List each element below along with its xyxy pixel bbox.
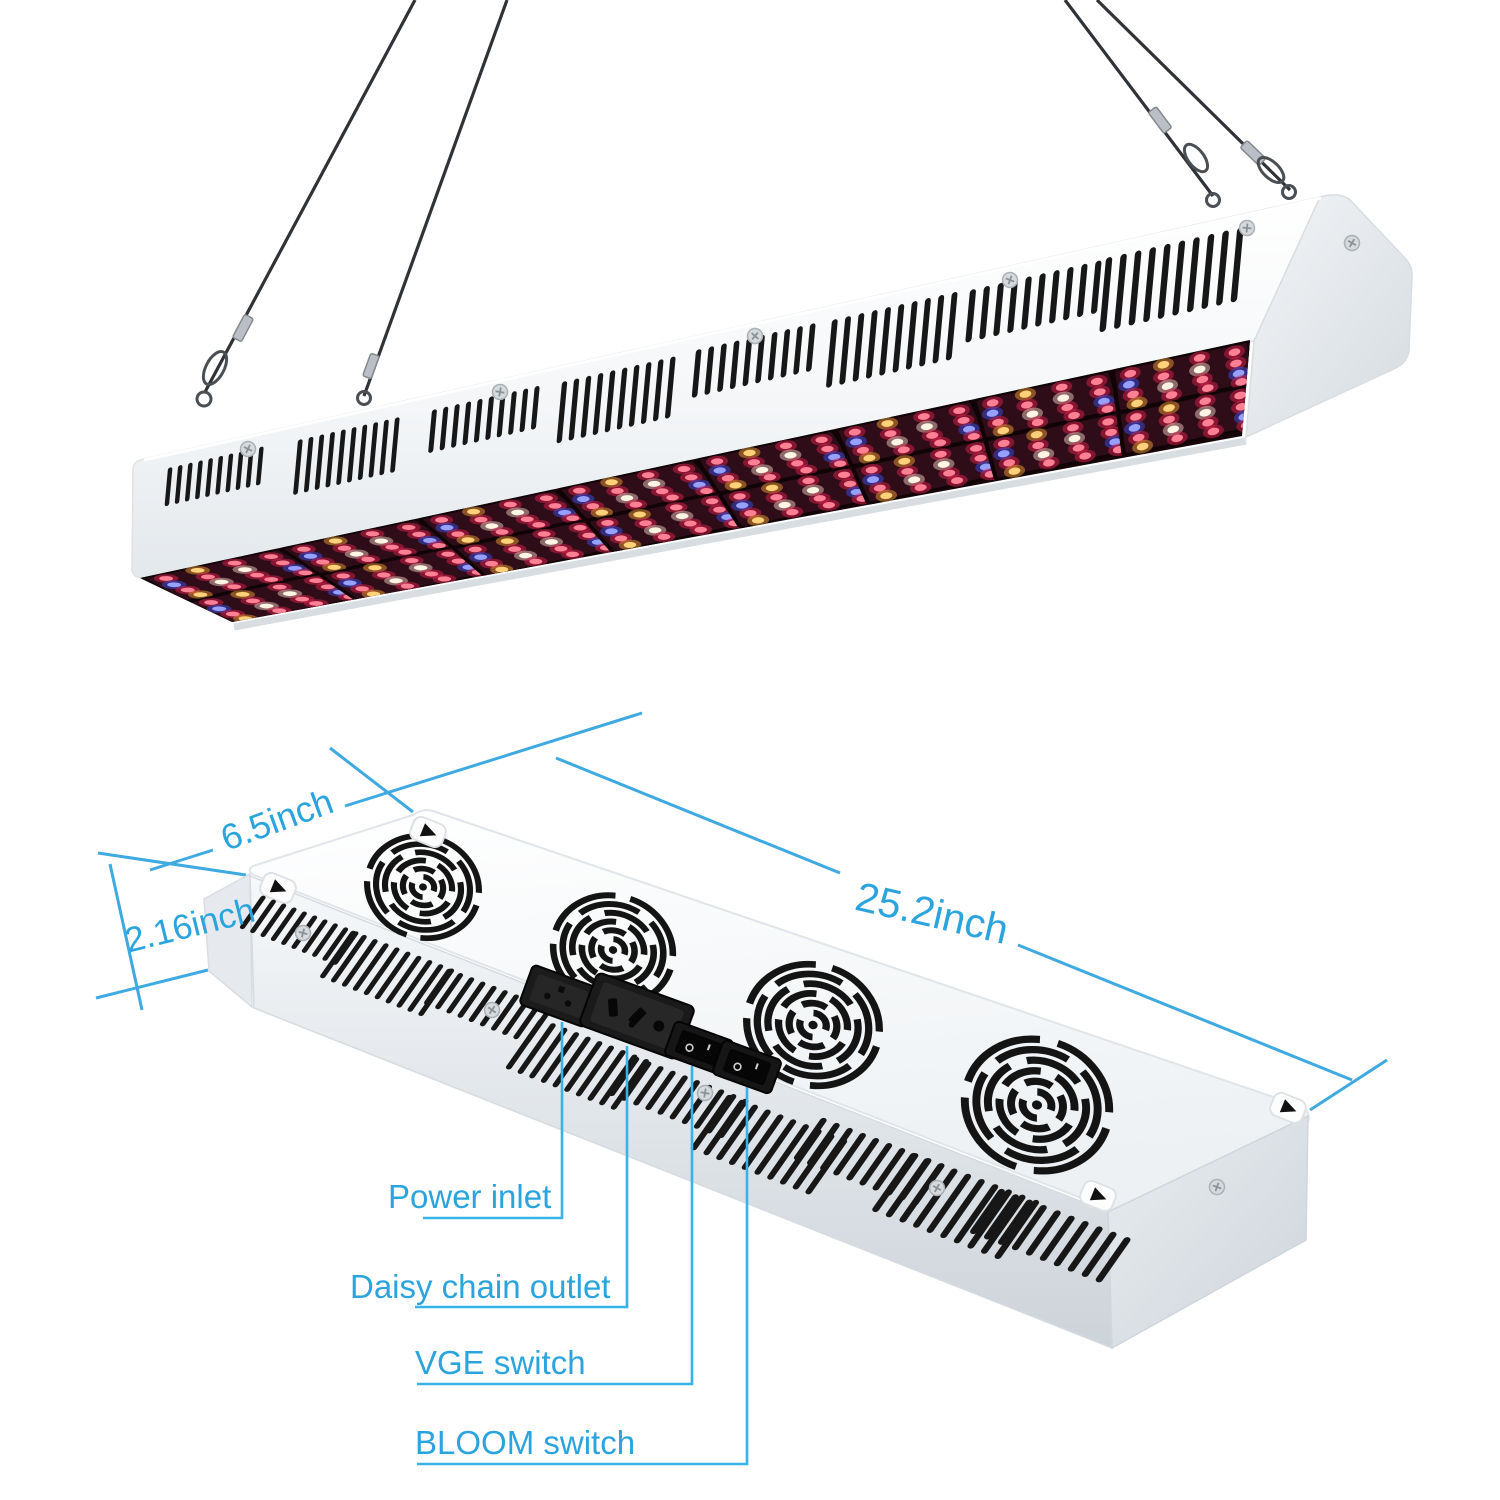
dimension-lines bbox=[95, 711, 1388, 1112]
callout-label-vge-switch: VGE switch bbox=[415, 1344, 586, 1381]
led-panel bbox=[140, 340, 1250, 622]
wire-turnbuckle bbox=[232, 314, 254, 342]
carabiner-hook bbox=[1256, 155, 1286, 185]
carabiner-hook bbox=[1182, 142, 1210, 174]
hanging-ring bbox=[356, 390, 372, 406]
hanging-ring bbox=[1205, 192, 1221, 208]
bloom-rocker-switch bbox=[712, 1039, 782, 1095]
hanging-light-view bbox=[131, 0, 1413, 631]
suspension-wire bbox=[1063, 0, 1215, 197]
callout-label-power-inlet: Power inlet bbox=[388, 1178, 552, 1215]
carabiner-hook bbox=[201, 350, 229, 386]
unit-right-face bbox=[1107, 1114, 1309, 1350]
lamp-end-cap bbox=[1245, 194, 1413, 439]
daisy-chain-socket bbox=[579, 972, 695, 1060]
suspension-wire bbox=[362, 0, 509, 397]
extension-line bbox=[1309, 1058, 1388, 1112]
back-view bbox=[95, 711, 1388, 1466]
lamp-top-highlight bbox=[143, 196, 1322, 462]
hanging-ring bbox=[1281, 184, 1297, 200]
wire-turnbuckle bbox=[1240, 140, 1266, 166]
callout-leader-lines bbox=[415, 1022, 749, 1466]
suspension-wires bbox=[195, 0, 1297, 408]
unit-left-face bbox=[203, 872, 253, 1009]
extension-line bbox=[329, 746, 414, 814]
wire-turnbuckle bbox=[1148, 106, 1172, 134]
extension-line bbox=[97, 851, 247, 877]
callout-label-bloom-switch: BLOOM switch bbox=[415, 1424, 636, 1461]
wire-sleeve bbox=[362, 352, 380, 380]
unit-top-face bbox=[248, 809, 1310, 1212]
extension-line bbox=[95, 968, 209, 1000]
power-inlet-socket bbox=[519, 964, 599, 1028]
callout-label-daisy-chain-outlet: Daisy chain outlet bbox=[350, 1268, 611, 1305]
lamp-bottom-rim bbox=[233, 437, 1247, 631]
hanging-ring bbox=[195, 390, 213, 408]
